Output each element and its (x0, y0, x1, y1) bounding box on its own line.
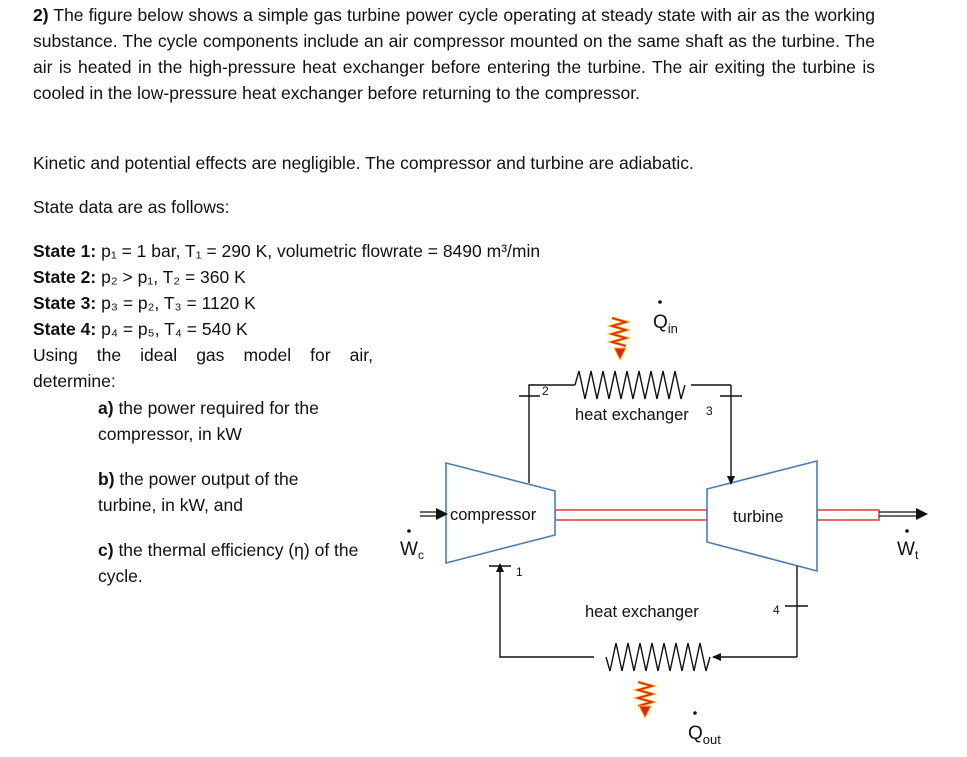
question-text: the power required for the compressor, i… (98, 398, 319, 444)
q-out-symbol: Q (688, 723, 703, 744)
turbine-work-arrow (879, 508, 928, 520)
w-t-label: Wt (897, 539, 919, 562)
question-label: b) (98, 469, 115, 489)
compressor-label: compressor (450, 506, 537, 524)
state-label: State 2: (33, 267, 97, 287)
w-c-label: Wc (400, 539, 424, 562)
w-c-sub: c (418, 548, 424, 562)
q-in-dot (658, 300, 662, 304)
state-intro-text: State data are as follows: (33, 197, 230, 217)
state-1: State 1: p₁ = 1 bar, T₁ = 290 K, volumet… (33, 238, 540, 264)
state-number-4: 4 (773, 603, 780, 617)
hx-top-label: heat exchanger (575, 406, 689, 424)
q-in-sub: in (668, 321, 678, 336)
intro-text: The figure below shows a simple gas turb… (33, 5, 876, 103)
w-t-symbol: W (897, 539, 915, 560)
high-pressure-line (519, 370, 742, 485)
question-label: a) (98, 398, 114, 418)
question-c: c) the thermal efficiency (η) of the cyc… (98, 537, 373, 589)
state-text: p₄ = p₅, T₄ = 540 K (101, 319, 248, 339)
compressor-work-arrow (420, 508, 448, 520)
assumptions-text: Kinetic and potential effects are neglig… (33, 153, 694, 173)
turbine-label: turbine (733, 508, 783, 526)
heat-out-arrow (632, 680, 658, 720)
w-c-dot (407, 529, 411, 533)
w-t-sub: t (915, 548, 919, 562)
state-text: p₂ > p₁, T₂ = 360 K (101, 267, 246, 287)
q-out-dot (693, 711, 697, 715)
low-pressure-line (489, 563, 808, 672)
q-in-label: Qin (653, 312, 678, 336)
state-number-3: 3 (706, 404, 713, 418)
question-b: b) the power output of the turbine, in k… (98, 466, 348, 518)
question-label: c) (98, 540, 114, 560)
state-number-1: 1 (516, 565, 523, 579)
state-label: State 3: (33, 293, 97, 313)
question-a: a) the power required for the compressor… (98, 395, 368, 447)
w-c-symbol: W (400, 539, 418, 560)
w-t-dot (905, 529, 909, 533)
state-text: p₃ = p₂, T₃ = 1120 K (101, 293, 256, 313)
state-3: State 3: p₃ = p₂, T₃ = 1120 K (33, 290, 256, 316)
problem-intro: 2) The figure below shows a simple gas t… (33, 2, 875, 106)
turbine-body (706, 459, 818, 573)
state-text: p₁ = 1 bar, T₁ = 290 K, volumetric flowr… (101, 241, 541, 261)
state-number-2: 2 (542, 384, 549, 398)
hx-bottom-label: heat exchanger (585, 603, 699, 621)
q-out-label: Qout (688, 723, 721, 747)
q-out-sub: out (703, 732, 721, 747)
instruction-text: Using the ideal gas model for air, deter… (33, 345, 373, 391)
question-text: the thermal efficiency (η) of the cycle. (98, 540, 359, 586)
question-text: the power output of the turbine, in kW, … (98, 469, 299, 515)
state-label: State 4: (33, 319, 97, 339)
problem-number: 2) (33, 5, 49, 25)
heat-in-arrow (606, 316, 632, 362)
state-label: State 1: (33, 241, 97, 261)
state-2: State 2: p₂ > p₁, T₂ = 360 K (33, 264, 246, 290)
state-4: State 4: p₄ = p₅, T₄ = 540 K (33, 316, 248, 342)
q-in-symbol: Q (653, 312, 668, 333)
